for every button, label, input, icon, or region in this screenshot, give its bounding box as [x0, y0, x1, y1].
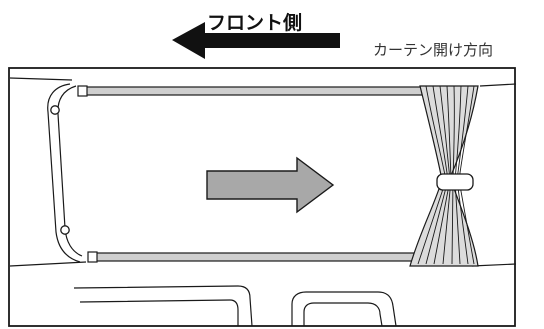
screw-upper	[50, 105, 60, 115]
screw-lower	[60, 225, 70, 235]
front-label: フロント側	[207, 12, 302, 34]
upper-rail-end-cap	[77, 85, 88, 97]
lower-body-shapes	[73, 285, 397, 327]
curtain-tieback	[436, 173, 474, 191]
lower-rail	[87, 251, 421, 263]
open-direction-arrow	[206, 156, 335, 214]
window-outline	[9, 77, 517, 267]
lower-rail-end-cap	[87, 251, 98, 263]
direction-label: カーテン開け方向	[373, 41, 493, 59]
outer-frame	[8, 67, 516, 327]
upper-rail	[77, 85, 423, 97]
gathered-curtain	[409, 85, 479, 267]
mounting-screws	[50, 105, 70, 235]
front-direction-arrow	[172, 22, 340, 59]
